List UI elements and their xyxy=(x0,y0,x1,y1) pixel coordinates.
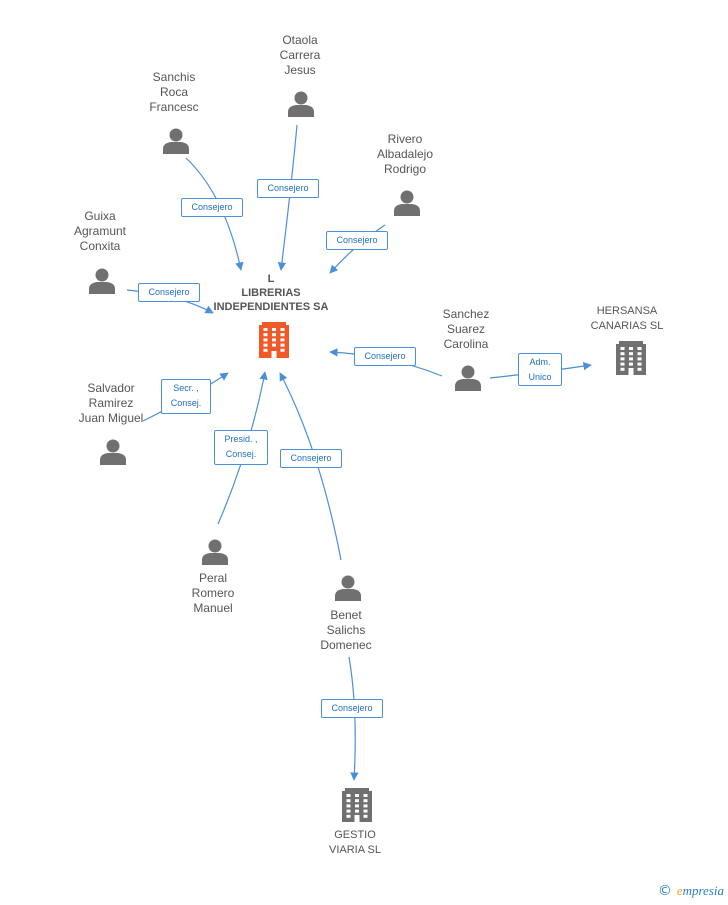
person-label-guixa[interactable]: Guixa Agramunt Conxita xyxy=(73,209,127,253)
edge-benet-gestio xyxy=(348,656,359,781)
icons-layer xyxy=(89,91,646,822)
relation-label-otaola: Consejero xyxy=(257,179,319,198)
relation-label-sanchis: Consejero xyxy=(181,198,243,217)
person-icon-otaola[interactable] xyxy=(288,91,314,118)
brand-first-letter: e xyxy=(676,883,683,898)
relation-label-salvador: Secr. , Consej. xyxy=(161,379,211,414)
person-icon-guixa[interactable] xyxy=(89,268,115,295)
relation-label-benet: Consejero xyxy=(280,449,342,468)
edges-layer xyxy=(126,124,592,781)
company-building-icon-gestio[interactable] xyxy=(342,788,372,822)
person-icon-peral[interactable] xyxy=(202,539,228,566)
brand-rest: mpresia xyxy=(682,883,724,898)
person-icon-benet[interactable] xyxy=(335,575,361,602)
relation-label-sanchez-hersansa: Adm. Unico xyxy=(518,353,562,386)
person-label-sanchez[interactable]: Sanchez Suarez Carolina xyxy=(442,307,490,351)
person-label-benet[interactable]: Benet Salichs Domenec xyxy=(320,608,372,652)
person-icon-sanchis[interactable] xyxy=(163,128,189,155)
relation-label-benet-gestio: Consejero xyxy=(321,699,383,718)
main-company-label[interactable]: L LIBRERIAS INDEPENDIENTES SA xyxy=(213,273,329,313)
person-label-rivero[interactable]: Rivero Albadalejo Rodrigo xyxy=(376,132,434,176)
empresia-logo[interactable]: © empresia xyxy=(658,883,724,899)
company-building-icon-hersansa[interactable] xyxy=(616,341,646,375)
relation-label-sanchez: Consejero xyxy=(354,347,416,366)
copyright-icon: © xyxy=(657,883,672,899)
relation-label-peral: Presid. , Consej. xyxy=(214,430,268,465)
main-company-building-icon[interactable] xyxy=(259,322,289,358)
person-label-salvador[interactable]: Salvador Ramirez Juan Miguel xyxy=(78,381,144,425)
company-label-hersansa[interactable]: HERSANSA CANARIAS SL xyxy=(590,305,664,332)
person-label-otaola[interactable]: Otaola Carrera Jesus xyxy=(279,33,321,77)
company-label-gestio[interactable]: GESTIO VIARIA SL xyxy=(329,829,381,856)
person-label-peral[interactable]: Peral Romero Manuel xyxy=(191,571,235,615)
person-label-sanchis[interactable]: Sanchis Roca Francesc xyxy=(149,70,199,114)
person-icon-salvador[interactable] xyxy=(100,439,126,466)
person-icon-rivero[interactable] xyxy=(394,190,420,217)
relation-label-rivero: Consejero xyxy=(326,231,388,250)
relation-label-guixa: Consejero xyxy=(138,283,200,302)
person-icon-sanchez[interactable] xyxy=(455,365,481,392)
